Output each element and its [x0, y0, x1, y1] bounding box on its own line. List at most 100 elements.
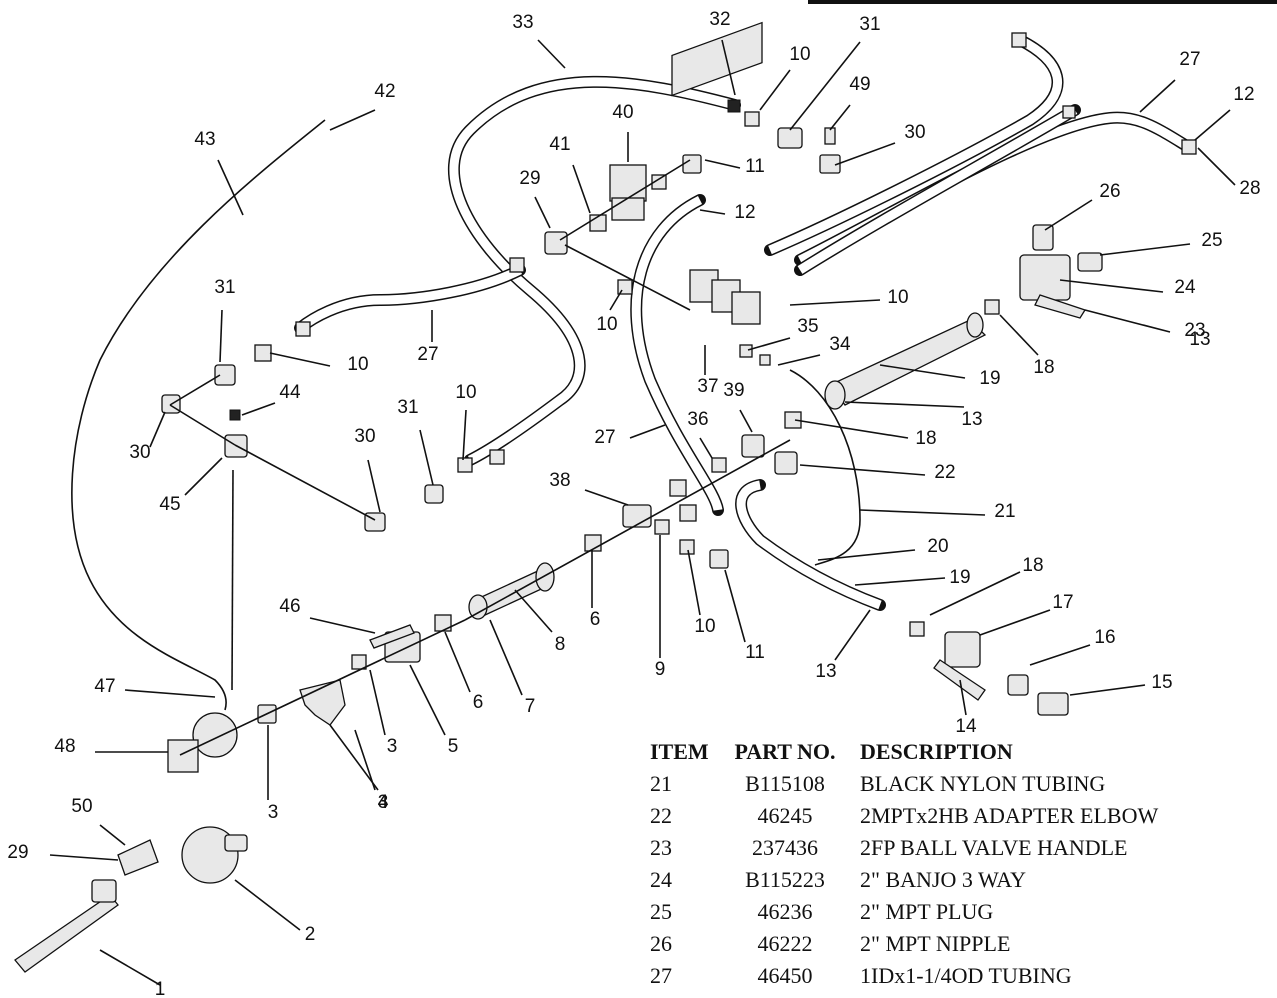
pump-48: [167, 712, 238, 773]
callout-leader: [369, 669, 386, 736]
callout-leader: [149, 411, 166, 448]
callout-leader: [462, 409, 467, 461]
callout-leader: [49, 854, 119, 861]
row-item: 24: [650, 867, 672, 892]
callout-leader: [329, 109, 376, 131]
callout-leader: [444, 631, 471, 693]
row-item: 21: [650, 771, 672, 796]
header-description: DESCRIPTION: [860, 739, 1013, 764]
quick-coupler-17: [933, 631, 1069, 716]
row-description: BLACK NYLON TUBING: [860, 771, 1106, 796]
callout-label-18: 18: [915, 428, 936, 449]
callout-leader: [747, 337, 791, 351]
callout-leader: [1194, 109, 1231, 141]
row-item: 27: [650, 963, 672, 988]
callout-label-18: 18: [1022, 555, 1043, 576]
callout-leader: [879, 364, 966, 379]
callout-leader: [699, 437, 713, 459]
callout-leader: [799, 464, 926, 476]
callout-label-19: 19: [979, 368, 1000, 389]
row-description: 2MPTx2HB ADAPTER ELBOW: [860, 803, 1159, 828]
table-header: ITEM PART NO. DESCRIPTION: [648, 736, 1277, 768]
row-part-no: 237436: [752, 835, 818, 860]
callout-label-27: 27: [417, 344, 438, 365]
callout-leader: [489, 619, 523, 696]
table-row: 26 46222 2" MPT NIPPLE: [648, 928, 1277, 960]
callout-label-13: 13: [961, 409, 982, 430]
callout-leader: [219, 309, 223, 363]
callout-label-10: 10: [887, 287, 908, 308]
callout-label-26: 26: [1099, 181, 1120, 202]
callout-label-2: 2: [305, 924, 316, 945]
callout-leader: [629, 424, 666, 439]
callout-leader: [1044, 199, 1093, 231]
callout-leader: [234, 879, 301, 931]
row-item: 26: [650, 931, 672, 956]
callout-label-7: 7: [525, 696, 536, 717]
callout-label-6: 6: [473, 692, 484, 713]
callout-label-12: 12: [1233, 84, 1254, 105]
callout-label-48: 48: [54, 736, 75, 757]
callout-label-22: 22: [934, 462, 955, 483]
row-description: 2" BANJO 3 WAY: [860, 867, 1027, 892]
callout-leader: [419, 429, 434, 486]
callout-leader: [537, 39, 566, 69]
callout-leader: [687, 549, 701, 616]
callout-label-43: 43: [194, 129, 215, 150]
callout-label-3: 3: [268, 802, 279, 823]
row-item: 22: [650, 803, 672, 828]
callout-leader: [789, 299, 881, 306]
callout-label-50: 50: [71, 796, 92, 817]
callout-label-16: 16: [1094, 627, 1115, 648]
callout-leader: [124, 689, 216, 698]
parts-table: ITEM PART NO. DESCRIPTION 21 B115108 BLA…: [648, 736, 1277, 992]
callout-leader: [704, 159, 741, 169]
callout-label-47: 47: [94, 676, 115, 697]
row-part-no: B115108: [745, 771, 825, 796]
callout-label-31: 31: [859, 14, 880, 35]
callout-leader: [572, 164, 591, 214]
callout-leader: [1139, 79, 1176, 113]
callout-leader: [241, 402, 276, 416]
callout-leader: [329, 724, 379, 791]
callout-label-19: 19: [949, 567, 970, 588]
callout-leader: [699, 209, 726, 215]
table-row: 22 46245 2MPTx2HB ADAPTER ELBOW: [648, 800, 1277, 832]
callout-label-42: 42: [374, 81, 395, 102]
row-description: 2" MPT PLUG: [860, 899, 994, 924]
top-rule: [808, 0, 1277, 4]
callout-leader: [777, 354, 821, 366]
callout-label-8: 8: [555, 634, 566, 655]
table-row: 25 46236 2" MPT PLUG: [648, 896, 1277, 928]
coupler-50: [117, 839, 159, 876]
callout-label-18: 18: [1033, 357, 1054, 378]
assembly-lines: [169, 159, 791, 756]
callout-leader: [1029, 644, 1091, 666]
callout-leader: [269, 352, 331, 367]
callout-label-44: 44: [279, 382, 301, 403]
callout-label-13: 13: [1189, 329, 1210, 350]
callout-label-31: 31: [397, 397, 418, 418]
callout-label-31: 31: [214, 277, 235, 298]
callout-label-10: 10: [789, 44, 810, 65]
callout-label-46: 46: [279, 596, 300, 617]
row-part-no: B115223: [745, 867, 825, 892]
callout-leader: [534, 196, 551, 229]
callout-label-38: 38: [549, 470, 570, 491]
callout-label-10: 10: [455, 382, 476, 403]
tubing-group: [294, 34, 1196, 611]
callout-leader: [217, 159, 244, 216]
callout-leader: [829, 104, 851, 131]
callout-leader: [817, 549, 916, 561]
callout-label-4: 4: [378, 792, 389, 813]
callout-leader: [99, 824, 126, 846]
callout-label-11: 11: [745, 642, 765, 663]
callout-label-37: 37: [697, 376, 718, 397]
callout-leader: [409, 664, 446, 736]
callout-label-25: 25: [1201, 230, 1222, 251]
callout-label-14: 14: [955, 716, 977, 737]
callout-label-24: 24: [1174, 277, 1196, 298]
callout-leader: [609, 289, 623, 311]
